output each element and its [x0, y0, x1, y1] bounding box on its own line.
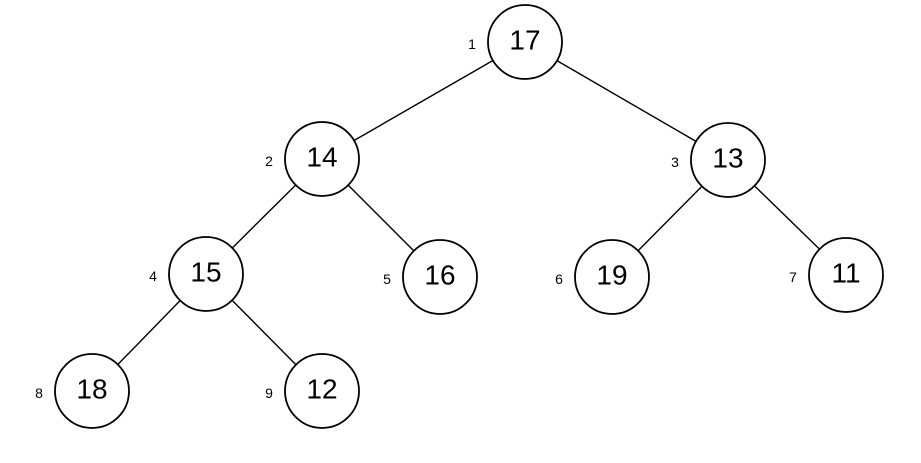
node-value: 19: [596, 260, 627, 291]
node-index-label: 9: [265, 385, 273, 401]
node-index-label: 8: [35, 385, 43, 401]
tree-edge-3-6: [637, 185, 703, 252]
tree-node-8: 18 8: [35, 353, 130, 429]
tree-node-4: 15 4: [149, 236, 244, 312]
node-index-label: 2: [265, 153, 273, 169]
node-circle: [284, 353, 360, 429]
node-value: 12: [306, 374, 337, 405]
node-value: 17: [509, 25, 540, 56]
tree-node-6: 19 6: [555, 239, 650, 315]
node-value: 11: [831, 258, 860, 289]
node-circle: [574, 239, 650, 315]
node-circle: [690, 122, 766, 198]
tree-edge-4-9: [231, 299, 297, 366]
tree-node-9: 12 9: [265, 353, 360, 429]
node-index-label: 3: [671, 154, 679, 170]
node-value: 14: [306, 142, 337, 173]
node-circle: [402, 239, 478, 315]
node-index-label: 6: [555, 271, 563, 287]
node-index-label: 5: [383, 271, 391, 287]
tree-edge-2-5: [347, 184, 415, 252]
node-circle: [54, 353, 130, 429]
tree-edge-4-8: [117, 300, 181, 365]
node-circle: [487, 4, 563, 80]
tree-edge-1-3: [556, 59, 697, 143]
node-index-label: 4: [149, 268, 157, 284]
tree-edge-3-7: [754, 185, 820, 250]
tree-node-2: 14 2: [265, 121, 360, 197]
tree-node-7: 11 7: [789, 237, 884, 313]
node-circle: [168, 236, 244, 312]
node-index-label: 7: [789, 269, 797, 285]
tree-edge-2-4: [231, 184, 297, 249]
node-value: 15: [190, 257, 221, 288]
tree-node-3: 13 3: [671, 122, 766, 198]
tree-edge-1-2: [353, 59, 494, 142]
node-circle: [284, 121, 360, 197]
node-index-label: 1: [468, 36, 476, 52]
tree-node-5: 16 5: [383, 239, 478, 315]
tree-node-1: 17 1: [468, 4, 563, 80]
node-circle: [808, 237, 884, 313]
node-value: 13: [712, 143, 743, 174]
node-value: 16: [424, 260, 455, 291]
node-value: 18: [76, 374, 107, 405]
